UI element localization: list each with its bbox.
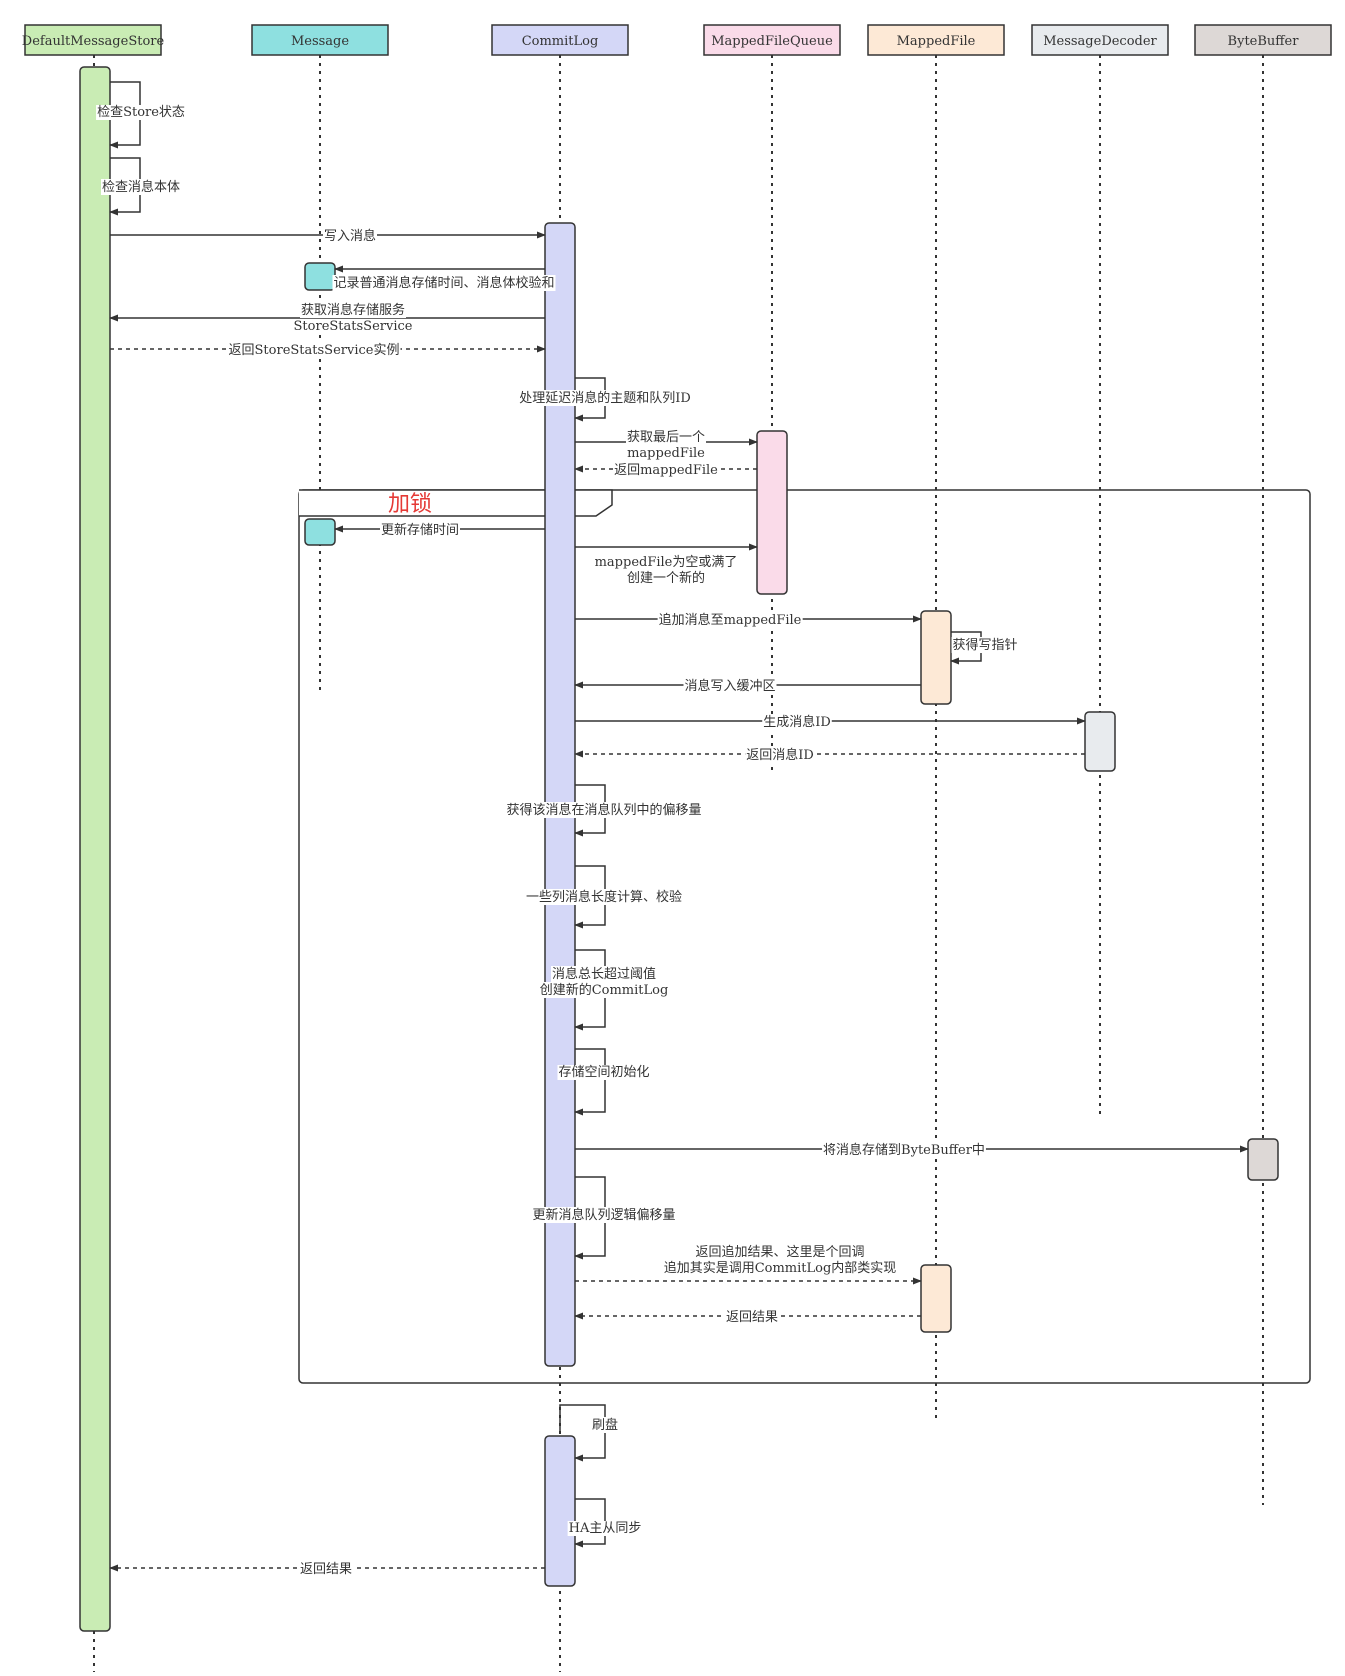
message-label: 写入消息 [324, 228, 376, 244]
label-background [626, 446, 707, 461]
activation-mappedfile [920, 610, 952, 705]
activation-message [304, 262, 336, 291]
message-label: mappedFile为空或满了 [595, 555, 738, 570]
message-label: 创建新的CommitLog [540, 982, 669, 998]
label-background [96, 105, 186, 120]
label-background [332, 275, 556, 291]
message-label: 创建一个新的 [627, 570, 705, 586]
activation-commitlog [544, 222, 576, 1367]
message-label: 返回消息ID [746, 747, 814, 763]
label-background [557, 1065, 651, 1080]
label-background [299, 302, 407, 318]
message-label: 处理延迟消息的主题和队列ID [519, 390, 691, 406]
label-background [822, 1142, 986, 1158]
message-label: 获取最后一个 [627, 430, 705, 445]
message-label: 返回结果 [726, 1310, 778, 1325]
message-label: 检查Store状态 [97, 105, 185, 120]
participant-bytebuffer: ByteBuffer [1194, 24, 1332, 56]
label-background [745, 747, 815, 763]
message-label: 消息写入缓冲区 [684, 678, 775, 694]
label-background [292, 319, 414, 334]
message-arrows [109, 81, 1249, 1572]
participant-label: CommitLog [522, 34, 599, 49]
label-background [657, 612, 803, 628]
message-label: HA主从同步 [569, 1521, 642, 1536]
message-label: 追加其实是调用CommitLog内部类实现 [664, 1260, 897, 1276]
label-background [625, 430, 707, 445]
message-label: 返回StoreStatsService实例 [229, 343, 400, 358]
message-label: 追加消息至mappedFile [659, 612, 802, 628]
participant-messagedecoder: MessageDecoder [1031, 24, 1169, 56]
label-background [379, 522, 461, 538]
label-background [298, 1562, 354, 1577]
message-label: mappedFile [627, 446, 705, 461]
message-label: 将消息存储到ByteBuffer中 [823, 1142, 985, 1158]
activation-bytebuffer [1247, 1138, 1279, 1181]
label-background [550, 966, 658, 982]
message-label: 更新消息队列逻辑偏移量 [532, 1207, 675, 1223]
label-background [505, 802, 703, 818]
participant-mappedfilequeue: MappedFileQueue [703, 24, 841, 56]
label-background [951, 637, 1019, 653]
activation-mappedfilequeue [756, 430, 788, 595]
message-label: 返回mappedFile [614, 463, 718, 478]
participant-commitlog: CommitLog [491, 24, 629, 56]
participant-label: MappedFile [897, 34, 976, 49]
label-background [518, 390, 692, 406]
label-background [100, 179, 182, 195]
message-label: 返回追加结果、这里是个回调 [695, 1244, 864, 1260]
message-label: 获得该消息在消息队列中的偏移量 [506, 802, 701, 818]
label-background [724, 1310, 780, 1325]
message-label: 获得写指针 [952, 637, 1017, 653]
activation-dms [79, 66, 111, 1632]
message-label: 记录普通消息存储时间、消息体校验和 [333, 275, 554, 291]
label-background [538, 982, 670, 998]
lock-frame: 加锁 [298, 489, 1311, 1384]
label-background [662, 1260, 898, 1276]
message-label: StoreStatsService [294, 319, 413, 334]
activation-commitlog-2 [544, 1435, 576, 1587]
label-background [613, 463, 720, 478]
label-background [694, 1244, 866, 1260]
message-label: 更新存储时间 [381, 522, 459, 538]
activation-mappedfile-2 [920, 1264, 952, 1333]
activation-messagedecoder [1084, 711, 1116, 772]
lock-frame-label: 加锁 [388, 492, 432, 517]
participant-dms: DefaultMessageStore [22, 24, 165, 56]
participant-label: DefaultMessageStore [22, 34, 165, 49]
label-background [322, 228, 378, 244]
label-background [531, 1207, 677, 1223]
participant-label: Message [291, 34, 349, 49]
message-labels: 检查Store状态 检查消息本体 写入消息 记录普通消息存储时间、消息体校验和 … [96, 105, 1019, 1577]
label-background [227, 343, 401, 358]
self-arrow-m25 [559, 1404, 606, 1462]
message-label: 一些列消息长度计算、校验 [526, 889, 682, 905]
message-label: 返回结果 [300, 1562, 352, 1577]
participant-message: Message [251, 24, 389, 56]
message-label: 检查消息本体 [102, 179, 180, 195]
participant-label: MappedFileQueue [711, 34, 833, 49]
activations [79, 66, 1279, 1632]
message-label: 刷盘 [592, 1417, 618, 1433]
lifelines [93, 55, 1264, 1672]
message-label: 消息总长超过阈值 [552, 966, 656, 982]
message-label: 生成消息ID [763, 714, 831, 730]
participant-label: ByteBuffer [1228, 34, 1300, 49]
label-background [762, 714, 832, 730]
label-background [590, 1417, 620, 1433]
participant-label: MessageDecoder [1043, 34, 1157, 49]
label-background [593, 555, 739, 570]
self-arrow-m20 [574, 1048, 606, 1116]
message-label: 获取消息存储服务 [301, 302, 405, 318]
label-background [625, 570, 707, 586]
label-background [524, 889, 684, 905]
label-background [567, 1521, 643, 1536]
label-background [683, 678, 777, 694]
participant-mappedfile: MappedFile [867, 24, 1005, 56]
message-label: 存储空间初始化 [558, 1065, 649, 1080]
activation-message-2 [304, 518, 336, 546]
